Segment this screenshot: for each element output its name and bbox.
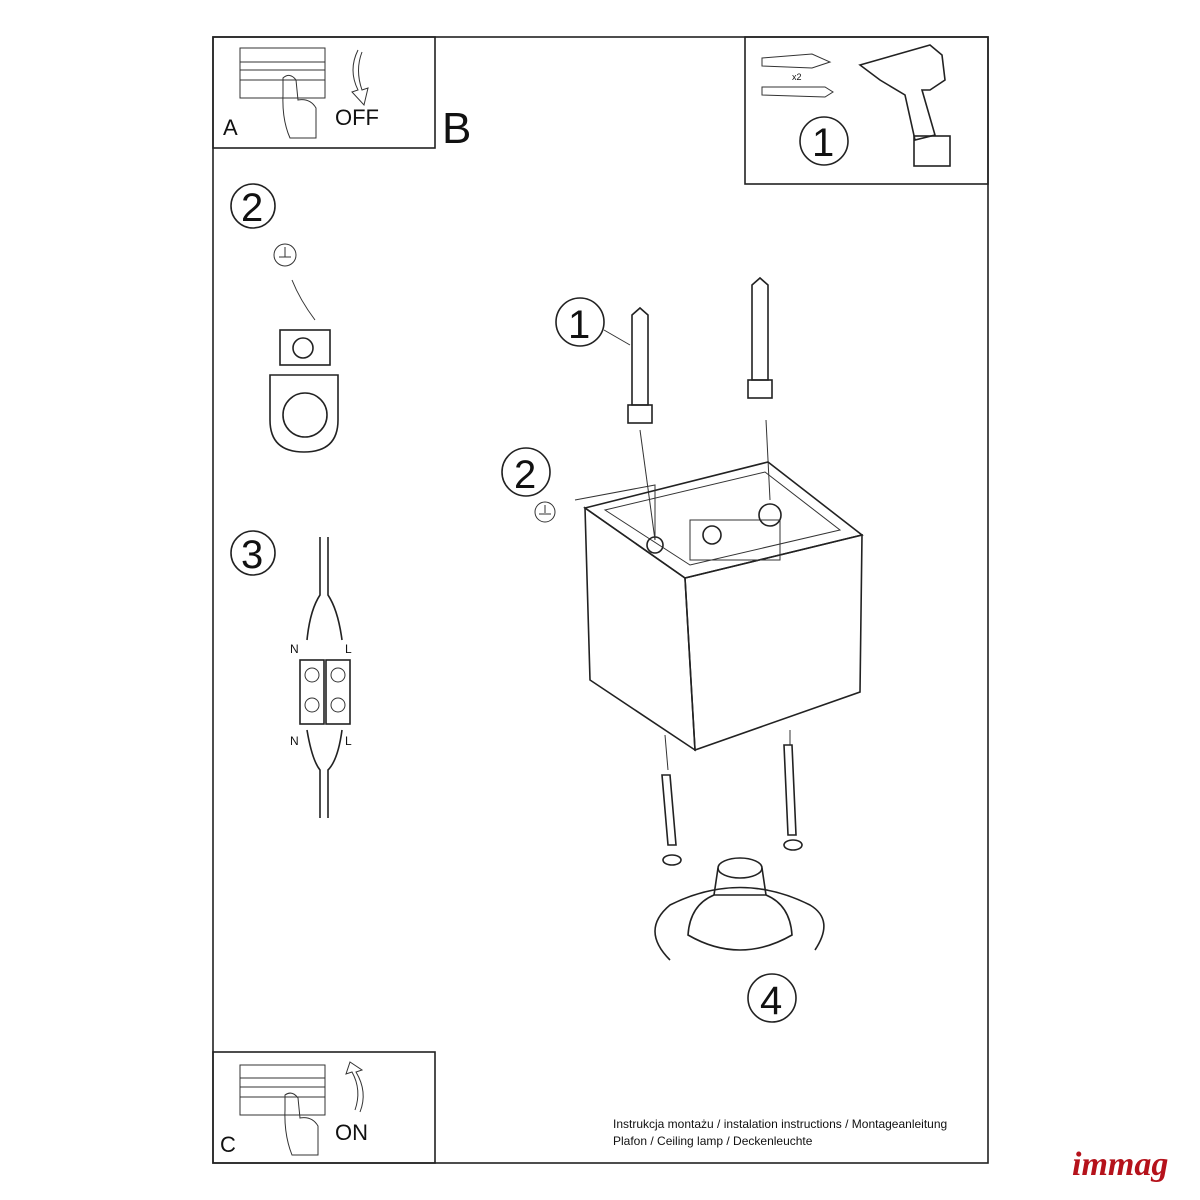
wall-plug-screw-icon [627, 276, 773, 424]
arrow-down-icon [351, 49, 369, 107]
live-bottom-label: L [345, 734, 352, 748]
step-1-number: 1 [568, 303, 590, 347]
step-circle [230, 183, 276, 229]
step-circle [747, 973, 797, 1023]
panel-a-letter: A [223, 115, 238, 140]
panel-c-box [212, 1051, 436, 1164]
live-top-label: L [345, 642, 352, 656]
screw-icon [661, 744, 803, 866]
lamp-housing-cube [574, 461, 864, 752]
brand-logo: immag [1072, 1146, 1169, 1183]
step-circle [555, 297, 605, 347]
tools-box [744, 36, 989, 185]
ground-symbol-icon [534, 501, 556, 523]
tools-step-number: 1 [812, 121, 834, 165]
step-circle [501, 447, 551, 497]
panel-a-box [212, 36, 436, 149]
step-circle [799, 116, 849, 166]
panel-c-letter: C [220, 1132, 236, 1157]
step-2-number: 2 [241, 186, 263, 230]
rotate-arrow-icon [654, 886, 825, 961]
ground-terminal-icon [269, 243, 339, 453]
wall-plug-icon [761, 53, 834, 98]
on-label: ON [335, 1120, 368, 1145]
step-2b-number: 2 [514, 453, 536, 497]
neutral-top-label: N [290, 642, 299, 656]
terminal-block-icon [299, 537, 351, 818]
footer-title: Instrukcja montażu / instalation instruc… [613, 1117, 948, 1131]
quantity-label: x2 [792, 72, 802, 82]
off-label: OFF [335, 105, 379, 130]
gu10-bulb-icon [654, 857, 825, 961]
step-circle [230, 530, 276, 576]
step-4-number: 4 [760, 979, 782, 1023]
drill-icon [858, 44, 951, 167]
breaker-switch-icon [239, 1064, 326, 1156]
breaker-switch-icon [239, 47, 326, 139]
neutral-bottom-label: N [290, 734, 299, 748]
arrow-up-icon [345, 1061, 364, 1113]
panel-b-letter: B [442, 104, 471, 153]
step-3-number: 3 [241, 533, 263, 577]
footer-subtitle: Plafon / Ceiling lamp / Deckenleuchte [613, 1134, 813, 1148]
page-frame [212, 36, 989, 1164]
